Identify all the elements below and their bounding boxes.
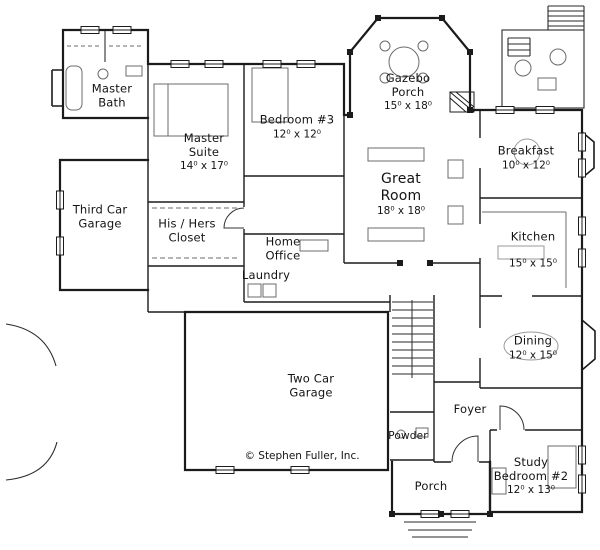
interior-walls — [147, 64, 582, 463]
furniture — [65, 30, 577, 495]
windows — [56, 26, 586, 518]
staircase — [392, 300, 433, 378]
bay-windows — [51, 69, 596, 371]
wall-openings — [241, 138, 532, 466]
exterior-walls — [58, 16, 584, 516]
deck-and-steps — [5, 5, 585, 538]
door-swings — [223, 207, 525, 463]
